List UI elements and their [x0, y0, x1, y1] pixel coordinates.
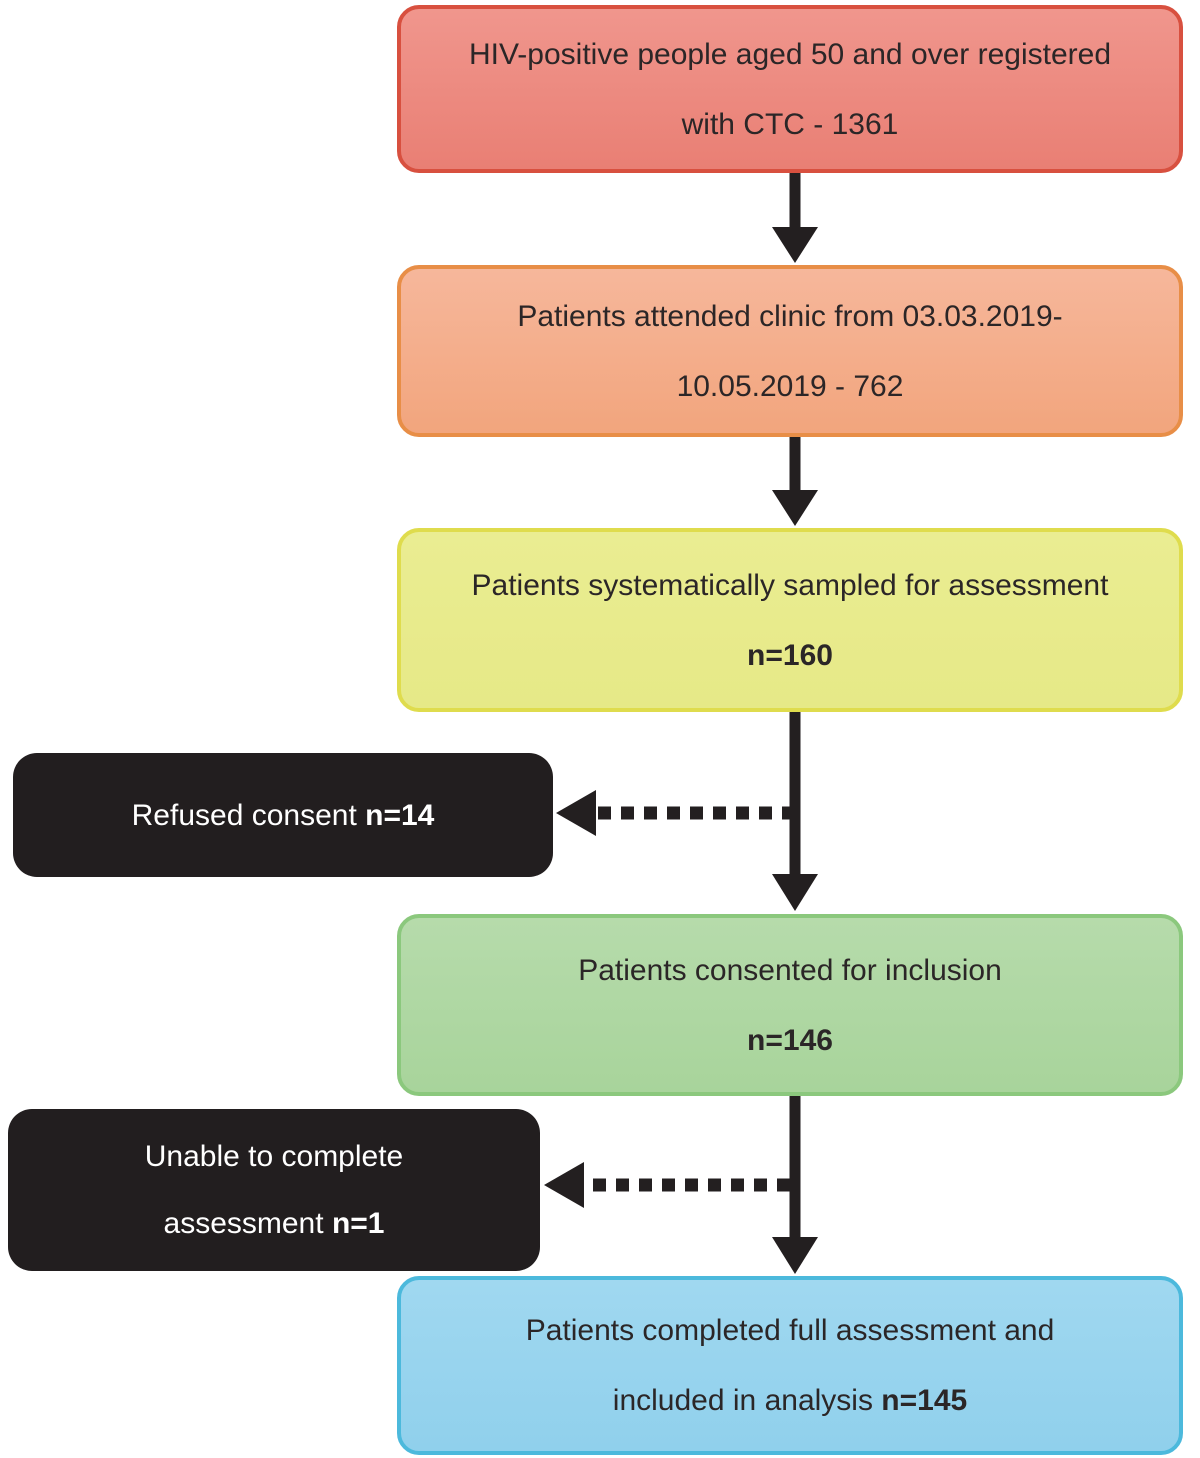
box-sampled-count: n=160: [747, 638, 833, 672]
arrow-registered-to-attended: [772, 171, 818, 263]
box-registered-line2: with CTC - 1361: [681, 107, 899, 141]
box-consented-count: n=146: [747, 1023, 833, 1057]
box-consented-inclusion: Patients consented for inclusion n=146: [397, 914, 1183, 1096]
box-refused-consent: Refused consent n=14: [13, 753, 553, 877]
box-completed-assessment: Patients completed full assessment and i…: [397, 1276, 1183, 1455]
box-systematically-sampled: Patients systematically sampled for asse…: [397, 528, 1183, 712]
box-unable-line1: Unable to complete: [144, 1140, 404, 1173]
box-consented-line1: Patients consented for inclusion: [578, 953, 1002, 987]
arrow-dashed-to-unable: [544, 1162, 790, 1208]
arrow-sampled-to-consented: [772, 709, 818, 911]
arrow-attended-to-sampled: [772, 434, 818, 526]
box-refused-label: Refused consent n=14: [131, 798, 435, 832]
arrow-dashed-to-refused: [556, 790, 795, 836]
box-attended-line2: 10.05.2019 - 762: [676, 369, 904, 403]
box-completed-line2: included in analysis n=145: [612, 1384, 968, 1417]
box-attended-clinic: Patients attended clinic from 03.03.2019…: [397, 265, 1183, 437]
box-unable-to-complete: Unable to complete assessment n=1: [8, 1109, 540, 1271]
box-registered-with-ctc: HIV-positive people aged 50 and over reg…: [397, 5, 1183, 173]
box-unable-line2: assessment n=1: [163, 1207, 385, 1240]
box-completed-line1: Patients completed full assessment and: [525, 1314, 1055, 1347]
arrow-consented-to-completed: [772, 1094, 818, 1274]
box-sampled-line1: Patients systematically sampled for asse…: [471, 568, 1109, 602]
box-registered-line1: HIV-positive people aged 50 and over reg…: [468, 37, 1112, 71]
box-attended-line1: Patients attended clinic from 03.03.2019…: [517, 299, 1063, 333]
